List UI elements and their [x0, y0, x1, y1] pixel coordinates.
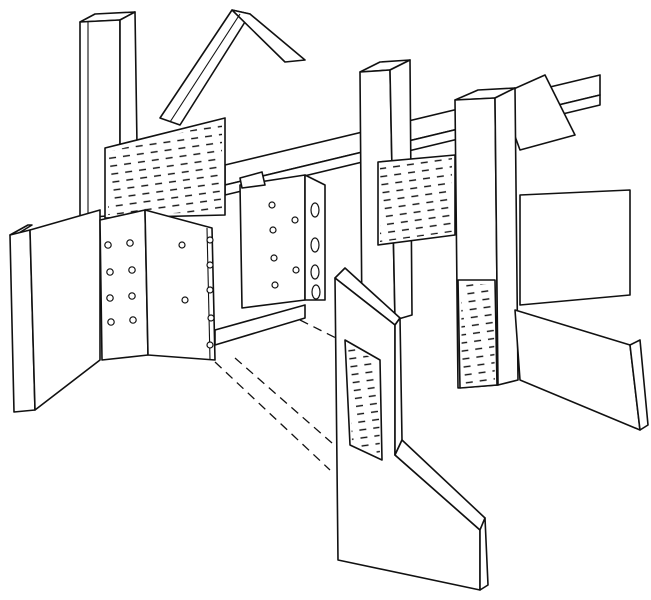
right-beam-stub	[499, 74, 631, 306]
middle-post	[359, 59, 456, 326]
bolt-holes	[104, 201, 321, 349]
bolted-end-plates	[99, 171, 326, 361]
right-wall-panel	[514, 309, 649, 431]
front-center-panel	[334, 267, 489, 591]
left-wall-panel	[9, 209, 101, 413]
right-post	[454, 87, 519, 389]
hidden-lines	[214, 319, 341, 471]
diagonal-brace	[159, 9, 306, 126]
